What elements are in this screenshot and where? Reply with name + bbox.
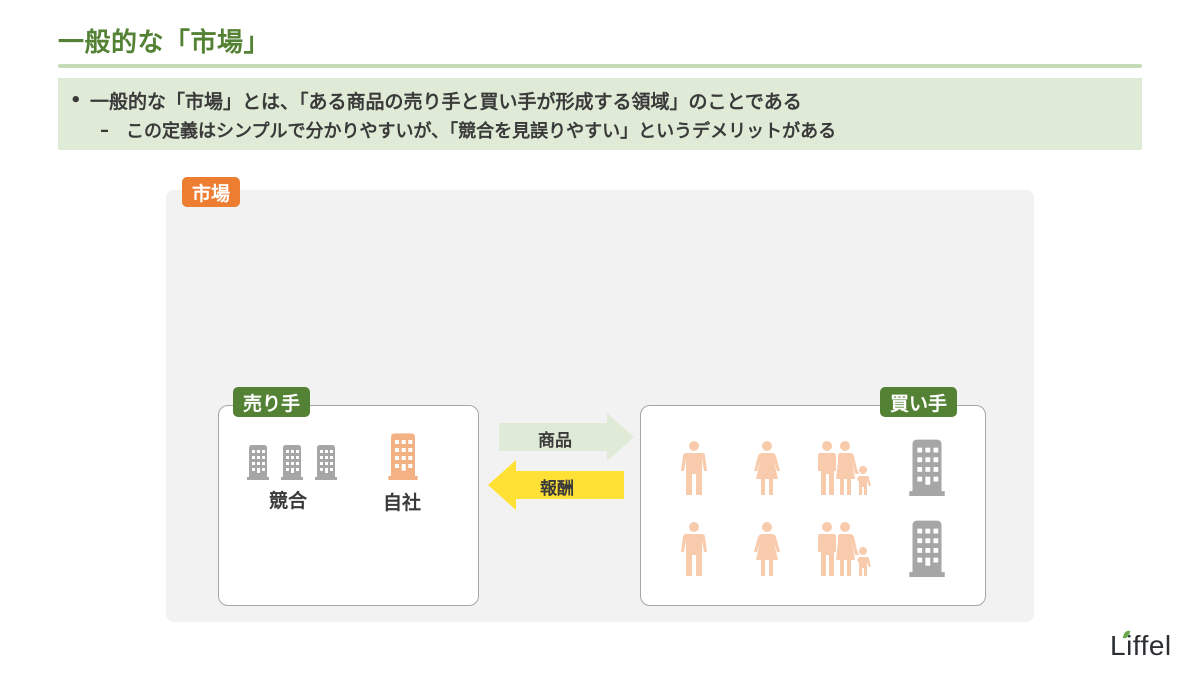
seller-label: 売り手 — [233, 387, 311, 417]
business-building-icon — [909, 439, 945, 496]
man-icon — [681, 522, 707, 576]
man-icon — [681, 441, 707, 495]
payment-flow-arrow-left-icon — [488, 460, 624, 510]
bullet-text: 一般的な「市場」とは、「ある商品の売り手と買い手が形成する領域」のことである — [90, 90, 802, 113]
bullet-item: • 一般的な「市場」とは、「ある商品の売り手と買い手が形成する領域」のことである — [70, 86, 1130, 114]
competitor-building-icon — [247, 445, 269, 480]
buyer-label: 買い手 — [880, 387, 958, 417]
title-divider — [58, 64, 1142, 68]
business-building-icon — [909, 520, 945, 577]
competitor-building-icon — [315, 445, 337, 480]
slide-title: 一般的な「市場」 — [58, 28, 271, 58]
definition-banner: • 一般的な「市場」とは、「ある商品の売り手と買い手が形成する領域」のことである… — [58, 78, 1142, 150]
family-icon — [818, 441, 871, 495]
sub-bullet-item: – この定義はシンプルで分かりやすいが、「競合を見誤りやすい」というデメリットが… — [70, 116, 1130, 144]
own-company-label: 自社 — [383, 492, 422, 514]
woman-icon — [754, 522, 780, 576]
competitors-label: 競合 — [269, 490, 308, 512]
woman-icon — [754, 441, 780, 495]
own-company-building-icon — [388, 433, 418, 480]
product-flow-arrow-right-icon — [499, 413, 634, 461]
market-label: 市場 — [182, 177, 241, 207]
sub-bullet-marker: – — [100, 119, 109, 141]
payment-flow-label: 報酬 — [540, 479, 574, 499]
seller-panel — [218, 405, 479, 606]
family-icon — [818, 522, 871, 576]
sub-bullet-text: この定義はシンプルで分かりやすいが、「競合を見誤りやすい」というデメリットがある — [126, 121, 837, 142]
brand-logo-text: Liffel — [1110, 630, 1172, 661]
product-flow-label: 商品 — [538, 431, 572, 451]
brand-logo: Liffel — [1110, 629, 1172, 662]
bullet-marker: • — [70, 89, 82, 111]
competitor-building-icon — [281, 445, 303, 480]
